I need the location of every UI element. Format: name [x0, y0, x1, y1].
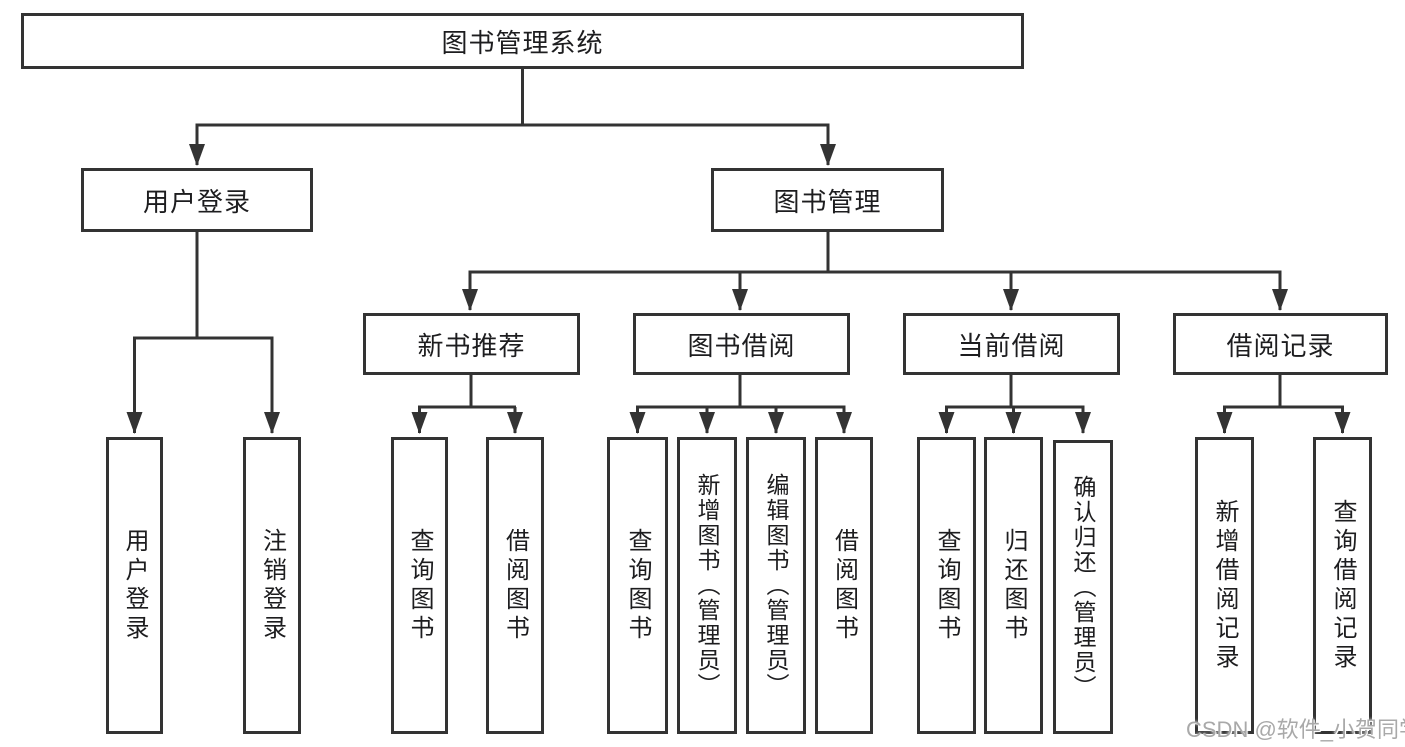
leaf-current-return-book-label: 归还图书 [1000, 527, 1027, 644]
node-new-book-recommend: 新书推荐 [363, 313, 580, 375]
leaf-newbook-query-book-label: 查询图书 [406, 527, 433, 644]
leaf-newbook-borrow-book: 借阅图书 [486, 437, 544, 734]
node-borrow-record-label: 借阅记录 [1226, 330, 1335, 361]
node-current-borrow-label: 当前借阅 [957, 330, 1066, 361]
leaf-record-add-borrow-record-label: 新增借阅记录 [1211, 498, 1238, 673]
leaf-record-query-borrow-record: 查询借阅记录 [1313, 437, 1372, 734]
node-borrow-record: 借阅记录 [1173, 313, 1388, 375]
leaf-current-confirm-return-admin: 确认归还（管理员） [1053, 440, 1113, 734]
leaf-current-query-book: 查询图书 [917, 437, 976, 734]
leaf-borrow-borrow-book-label: 借阅图书 [830, 527, 858, 644]
leaf-borrow-query-book: 查询图书 [607, 437, 668, 734]
node-new-book-recommend-label: 新书推荐 [417, 330, 526, 361]
leaf-newbook-query-book: 查询图书 [391, 437, 448, 734]
node-user-login-label: 用户登录 [142, 186, 251, 217]
connector-segments [126, 69, 1351, 434]
watermark-text: CSDN @软件_小贺同学 [1186, 717, 1405, 742]
leaf-record-add-borrow-record: 新增借阅记录 [1195, 437, 1254, 734]
leaf-borrow-edit-book-admin-label: 编辑图书（管理员） [763, 473, 789, 698]
leaf-newbook-borrow-book-label: 借阅图书 [501, 527, 529, 644]
node-book-borrow-label: 图书借阅 [687, 330, 796, 361]
leaf-record-query-borrow-record-label: 查询借阅记录 [1329, 498, 1356, 673]
leaf-borrow-add-book-admin-label: 新增图书（管理员） [694, 473, 720, 698]
node-user-login: 用户登录 [81, 168, 313, 232]
node-book-management-label: 图书管理 [773, 186, 882, 217]
leaf-user-login: 用户登录 [106, 437, 163, 734]
leaf-current-confirm-return-admin-label: 确认归还（管理员） [1070, 474, 1096, 700]
node-book-management: 图书管理 [711, 168, 944, 232]
leaf-logout-label: 注销登录 [258, 527, 286, 644]
leaf-borrow-add-book-admin: 新增图书（管理员） [677, 437, 737, 734]
leaf-current-return-book: 归还图书 [984, 437, 1043, 734]
leaf-user-login-label: 用户登录 [121, 527, 148, 644]
leaf-borrow-query-book-label: 查询图书 [624, 527, 651, 644]
leaf-logout: 注销登录 [243, 437, 301, 734]
node-root-label: 图书管理系统 [441, 27, 604, 58]
leaf-borrow-borrow-book: 借阅图书 [815, 437, 873, 734]
leaf-current-query-book-label: 查询图书 [933, 527, 960, 644]
node-current-borrow: 当前借阅 [903, 313, 1120, 375]
node-root: 图书管理系统 [21, 13, 1024, 69]
leaf-borrow-edit-book-admin: 编辑图书（管理员） [746, 437, 806, 734]
node-book-borrow: 图书借阅 [633, 313, 850, 375]
